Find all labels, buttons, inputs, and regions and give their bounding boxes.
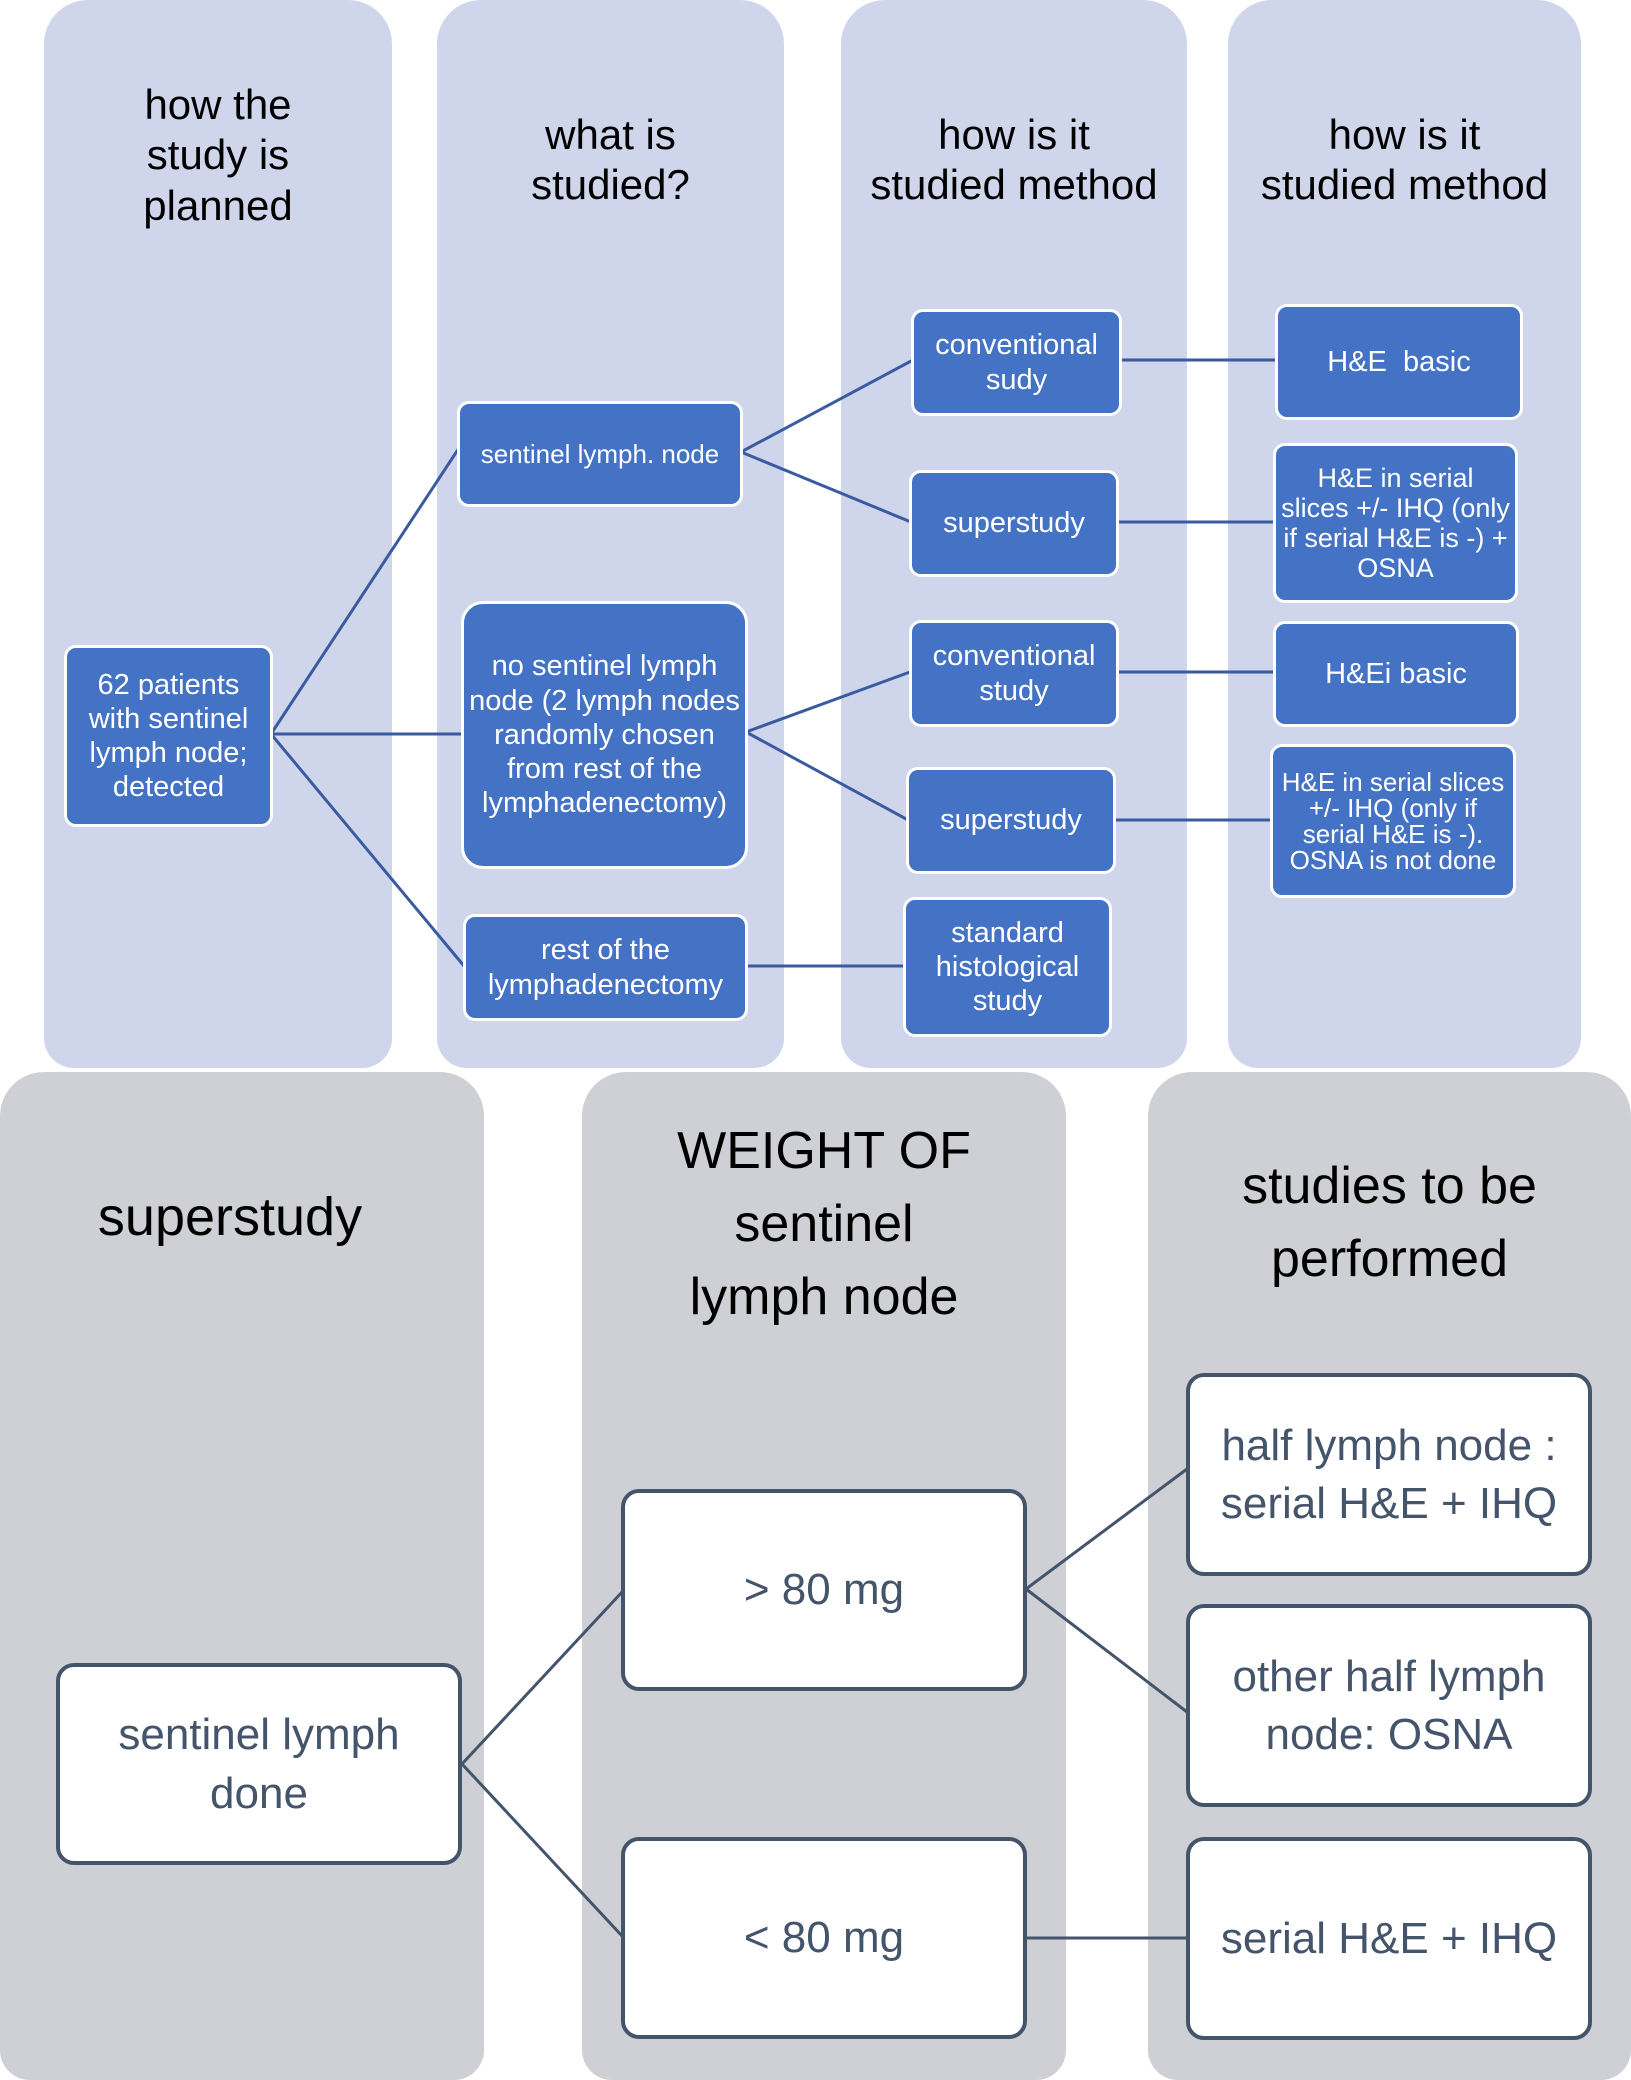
connector-done-gt80 bbox=[460, 1589, 625, 1766]
node-hei-basic: H&Ei basic bbox=[1273, 621, 1519, 727]
connector-patients-rest bbox=[269, 733, 466, 967]
node-gt-80mg: > 80 mg bbox=[621, 1489, 1027, 1691]
heading-how-planned: how the study is planned bbox=[143, 81, 293, 229]
heading-superstudy: superstudy bbox=[97, 1187, 363, 1247]
heading-studies-performed: studies to be performed bbox=[1242, 1157, 1537, 1288]
node-sentinel-lymph-done: sentinel lymph done bbox=[56, 1663, 462, 1865]
connector-sentinel-conv1 bbox=[740, 358, 914, 454]
node-he-serial-osna: H&E in serial slices +/- IHQ (only if se… bbox=[1273, 443, 1518, 603]
node-rest-lymphadenectomy: rest of the lymphadenectomy bbox=[463, 914, 748, 1021]
node-62-patients: 62 patients with sentinel lymph node; de… bbox=[64, 645, 273, 827]
lane-how-planned bbox=[44, 0, 392, 1068]
connector-sentinel-super1 bbox=[740, 450, 912, 524]
node-half-lymph-node: half lymph node : serial H&E + IHQ bbox=[1186, 1373, 1592, 1576]
node-he-basic: H&E basic bbox=[1275, 304, 1523, 420]
node-no-sentinel: no sentinel lymph node (2 lymph nodes ra… bbox=[461, 601, 748, 869]
heading-weight: WEIGHT OF sentinel lymph node bbox=[677, 1122, 971, 1326]
connector-done-lt80 bbox=[460, 1762, 625, 1939]
node-superstudy-1: superstudy bbox=[909, 470, 1119, 577]
connector-patients-sentinel bbox=[269, 447, 461, 735]
heading-how-studied-1: how is it studied method bbox=[870, 111, 1158, 209]
lane-superstudy bbox=[0, 1072, 484, 2080]
connector-gt80-half bbox=[1025, 1467, 1188, 1591]
node-other-half-lymph-node: other half lymph node: OSNA bbox=[1186, 1604, 1592, 1807]
node-he-serial-no-osna: H&E in serial slices +/- IHQ (only if se… bbox=[1270, 744, 1516, 898]
connector-gt80-otherhalf bbox=[1025, 1587, 1188, 1714]
node-lt-80mg: < 80 mg bbox=[621, 1837, 1027, 2039]
lane-what-studied bbox=[437, 0, 784, 1068]
node-conventional-study: conventional study bbox=[909, 620, 1119, 727]
node-superstudy-2: superstudy bbox=[906, 767, 1116, 874]
connector-nosentinel-super2 bbox=[745, 730, 909, 822]
node-serial-he-ihq: serial H&E + IHQ bbox=[1186, 1837, 1592, 2040]
connector-nosentinel-conv2 bbox=[745, 670, 911, 734]
node-sentinel-lymph-node: sentinel lymph. node bbox=[457, 401, 743, 507]
heading-how-studied-2: how is it studied method bbox=[1260, 111, 1549, 209]
node-conventional-sudy: conventional sudy bbox=[911, 309, 1122, 416]
node-standard-histological: standard histological study bbox=[903, 897, 1112, 1037]
heading-what-studied: what is studied? bbox=[531, 111, 690, 209]
